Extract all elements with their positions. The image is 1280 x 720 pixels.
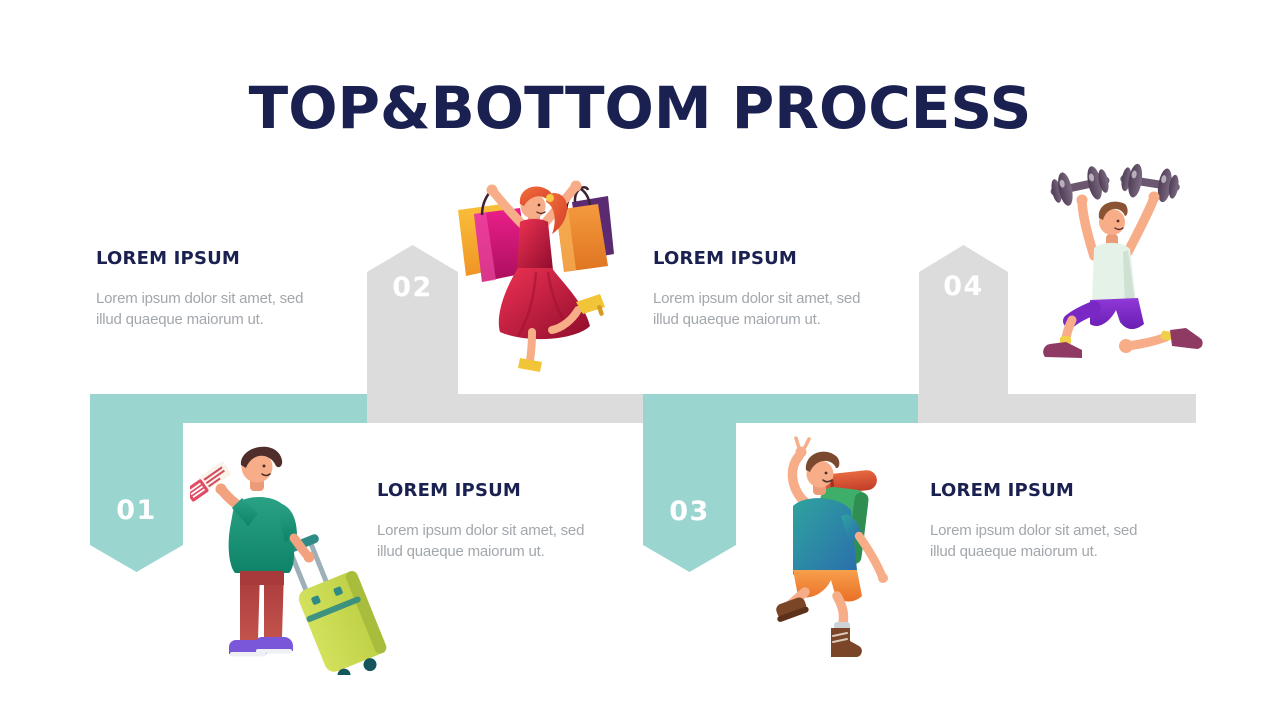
traveler-illustration — [190, 446, 387, 675]
step-04-number: 04 — [943, 271, 984, 302]
shopper-hair — [519, 186, 554, 206]
hiker-head — [806, 460, 834, 488]
step-04-pentagon-up — [919, 245, 1008, 423]
traveler-pants — [240, 571, 260, 640]
step-03-pentagon-down — [643, 394, 736, 572]
purple-sneaker — [255, 637, 293, 651]
step-01-heading: LOREM IPSUM — [377, 480, 522, 501]
hiker-hair — [805, 451, 840, 472]
traveler-hand-on-grip — [303, 551, 315, 563]
hiking-boot-back — [776, 597, 809, 622]
step-04-text-block: LOREM IPSUM Lorem ipsum dolor sit amet, … — [653, 248, 903, 330]
yellow-sock — [1160, 330, 1173, 341]
hiker-body — [776, 436, 888, 657]
hiker-illustration — [776, 436, 888, 657]
step-03-body: Lorem ipsum dolor sit amet, sed illud qu… — [930, 522, 1138, 560]
step-01-pentagon-down — [90, 394, 183, 572]
fitness-man-illustration — [1043, 161, 1203, 358]
traveler-body — [190, 446, 315, 657]
step-01-body: Lorem ipsum dolor sit amet, sed illud qu… — [377, 522, 585, 560]
hiker-shorts — [793, 570, 862, 602]
step-02-text-block: LOREM IPSUM Lorem ipsum dolor sit amet, … — [96, 248, 346, 330]
step-02-heading: LOREM IPSUM — [96, 248, 241, 269]
step-03-heading: LOREM IPSUM — [930, 480, 1075, 501]
hiker-shirt — [793, 498, 857, 581]
step-01-text-block: LOREM IPSUM Lorem ipsum dolor sit amet, … — [377, 480, 627, 562]
dress-skirt — [498, 268, 590, 340]
lifter-hair — [1098, 201, 1128, 220]
suitcase — [279, 534, 387, 675]
shopper-body — [486, 180, 605, 372]
hair-scrunchie — [546, 194, 554, 202]
sneaker-back — [1170, 328, 1203, 349]
suitcase-wheel — [337, 668, 351, 675]
step-02-pentagon-up — [367, 245, 458, 423]
shopping-woman-illustration — [458, 180, 614, 372]
step-04-heading: LOREM IPSUM — [653, 248, 798, 269]
step-01-number: 01 — [116, 495, 157, 526]
step-03-number: 03 — [669, 496, 710, 527]
slide-title: TOP&BOTTOM PROCESS — [248, 74, 1032, 142]
step-02-body: Lorem ipsum dolor sit amet, sed illud qu… — [96, 290, 304, 328]
sneaker-front — [1043, 342, 1082, 358]
lifter-body — [1043, 191, 1203, 358]
purple-shorts — [1090, 298, 1144, 330]
step-02-number: 02 — [392, 272, 433, 303]
yellow-heel-shoe — [518, 358, 542, 372]
lifter-head — [1099, 209, 1125, 235]
suitcase-wheel — [363, 658, 377, 672]
boarding-ticket — [190, 461, 231, 502]
dress-bodice — [517, 219, 553, 270]
step-03-text-block: LOREM IPSUM Lorem ipsum dolor sit amet, … — [930, 480, 1180, 562]
step-04-body: Lorem ipsum dolor sit amet, sed illud qu… — [653, 290, 861, 328]
traveler-hair — [240, 446, 283, 468]
